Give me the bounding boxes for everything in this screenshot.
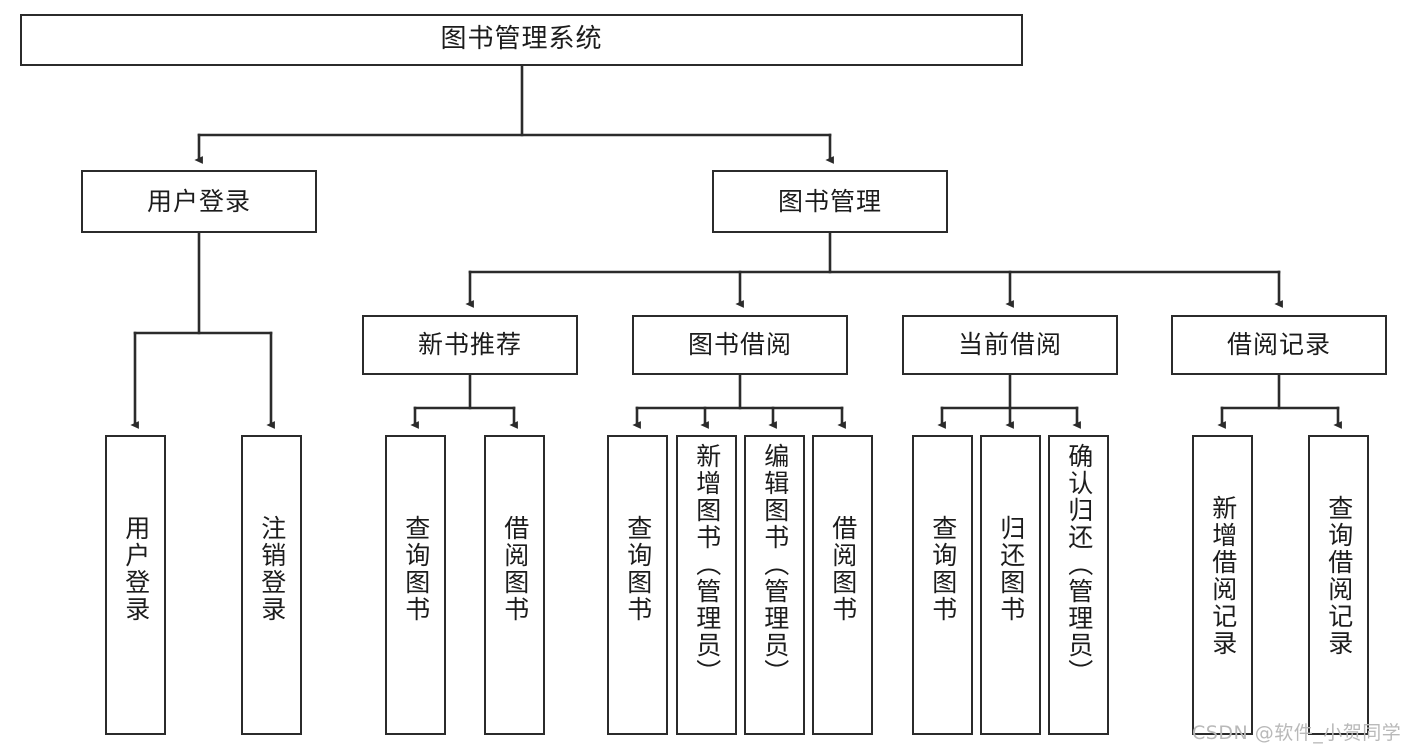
node-label: 用户登录 [121,515,151,623]
node-label: 归还图书 [996,515,1026,623]
csdn-watermark: CSDN @软件_小贺同学 [1192,722,1402,744]
node-label: 注销登录 [257,515,287,623]
node-leaf-borrow-book-2[interactable]: 借阅图书 [812,435,873,735]
node-label: 编辑图书（管理员） [760,443,790,686]
node-label: 图书借阅 [687,330,792,359]
node-leaf-add-book[interactable]: 新增图书（管理员） [676,435,737,735]
node-label: 用户登录 [146,186,251,216]
node-user-login[interactable]: 用户登录 [81,170,317,233]
node-leaf-query-record[interactable]: 查询借阅记录 [1308,435,1369,735]
node-label: 借阅图书 [828,515,858,623]
node-label: 查询图书 [928,515,958,623]
node-label: 新增图书（管理员） [692,443,722,686]
node-label: 查询图书 [401,515,431,623]
node-leaf-edit-book[interactable]: 编辑图书（管理员） [744,435,805,735]
node-leaf-user-logout[interactable]: 注销登录 [241,435,302,735]
node-current-borrow[interactable]: 当前借阅 [902,315,1118,375]
node-leaf-query-book-2[interactable]: 查询图书 [607,435,668,735]
node-label: 图书管理 [777,186,882,216]
node-label: 新书推荐 [417,330,522,359]
node-label: 新增借阅记录 [1208,495,1238,657]
node-leaf-confirm-return[interactable]: 确认归还（管理员） [1048,435,1109,735]
node-label: 图书管理系统 [440,24,603,55]
node-borrow-record[interactable]: 借阅记录 [1171,315,1387,375]
node-book-borrow[interactable]: 图书借阅 [632,315,848,375]
node-book-manage[interactable]: 图书管理 [712,170,948,233]
node-leaf-query-book-3[interactable]: 查询图书 [912,435,973,735]
node-leaf-query-book-1[interactable]: 查询图书 [385,435,446,735]
node-label: 查询借阅记录 [1324,495,1354,657]
node-leaf-borrow-book-1[interactable]: 借阅图书 [484,435,545,735]
node-leaf-add-record[interactable]: 新增借阅记录 [1192,435,1253,735]
node-leaf-return-book[interactable]: 归还图书 [980,435,1041,735]
node-new-book-recommend[interactable]: 新书推荐 [362,315,578,375]
node-label: 当前借阅 [957,330,1062,359]
node-leaf-user-login[interactable]: 用户登录 [105,435,166,735]
node-label: 确认归还（管理员） [1064,443,1094,686]
node-root-book-management-system[interactable]: 图书管理系统 [20,14,1023,66]
node-label: 借阅图书 [500,515,530,623]
node-label: 查询图书 [623,515,653,623]
node-label: 借阅记录 [1226,330,1331,359]
